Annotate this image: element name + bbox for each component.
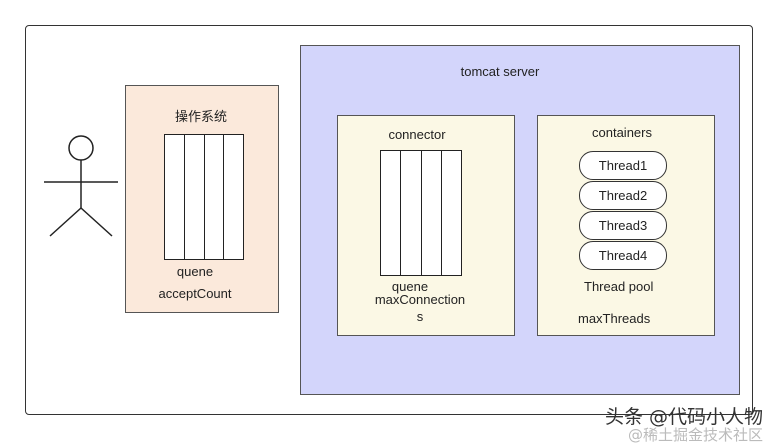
queue-slot xyxy=(224,135,243,259)
connector-title: connector xyxy=(388,127,446,142)
thread-item: Thread3 xyxy=(579,211,667,240)
os-accept-queue xyxy=(164,134,244,260)
tomcat-title: tomcat server xyxy=(460,64,540,79)
connector-max-connections-label: maxConnection xyxy=(374,292,466,307)
queue-slot xyxy=(381,151,402,275)
queue-slot xyxy=(442,151,461,275)
containers-title: containers xyxy=(592,125,652,140)
watermark-main: 头条 @代码小人物 xyxy=(604,406,763,428)
connector-queue xyxy=(380,150,462,276)
queue-slot xyxy=(165,135,185,259)
connector-max-connections-label-wrap: s xyxy=(416,309,424,324)
max-threads-label: maxThreads xyxy=(578,311,651,326)
queue-slot xyxy=(205,135,225,259)
queue-slot xyxy=(401,151,422,275)
os-title: 操作系统 xyxy=(174,109,227,124)
queue-slot xyxy=(422,151,442,275)
watermark-sub: @稀土掘金技术社区 xyxy=(627,426,763,444)
user-figure-icon xyxy=(44,135,118,237)
thread-item: Thread4 xyxy=(579,241,667,270)
thread-pool-label: Thread pool xyxy=(584,279,654,294)
thread-item: Thread2 xyxy=(579,181,667,210)
connector-queue-label: quene xyxy=(391,279,429,294)
os-accept-count-label: acceptCount xyxy=(158,286,232,301)
thread-item: Thread1 xyxy=(579,151,667,180)
os-queue-label: quene xyxy=(176,264,214,279)
queue-slot xyxy=(185,135,205,259)
